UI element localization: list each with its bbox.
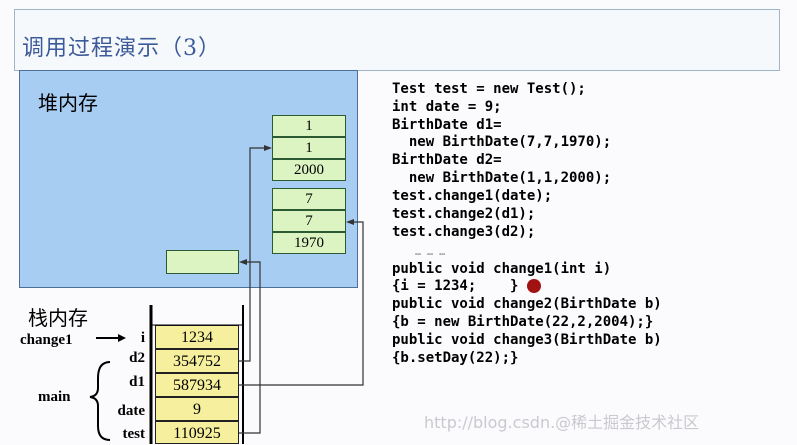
stack-var-test: test xyxy=(122,426,146,442)
stack-var-d2: d2 xyxy=(129,350,145,366)
code-ellipsis: … … … xyxy=(415,247,446,258)
heap-objB-day: 7 xyxy=(272,188,346,210)
d1-reference xyxy=(239,221,364,386)
method-line-3: public void change2(BirthDate b) xyxy=(392,296,662,312)
d1-arrowhead xyxy=(346,219,354,225)
stack-var-i: i xyxy=(140,330,145,346)
heap-objA-day: 1 xyxy=(272,115,346,137)
title-banner xyxy=(14,9,780,71)
stack-cell-date: 9 xyxy=(155,397,239,421)
code-line-4: new BirthDate(7,7,1970); xyxy=(392,134,612,150)
stack-cell-d1: 587934 xyxy=(155,373,239,397)
code-line-9: test.change3(d2); xyxy=(392,224,536,240)
change1-arrowhead xyxy=(118,334,126,342)
test-reference xyxy=(239,261,261,434)
stack-cell-i: 1234 xyxy=(155,325,239,349)
frame-main-label: main xyxy=(38,389,71,405)
stack-var-d1: d1 xyxy=(129,374,145,390)
code-line-2: int date = 9; xyxy=(392,99,502,115)
heap-objA-year: 2000 xyxy=(272,159,346,181)
stack-var-date: date xyxy=(117,403,146,419)
code-line-1: Test test = new Test(); xyxy=(392,81,586,97)
stack-cell-test: 110925 xyxy=(155,421,239,444)
slide-title: 调用过程演示（3） xyxy=(22,36,221,61)
code-line-5: BirthDate d2= xyxy=(392,152,502,168)
code-line-7: test.change1(date); xyxy=(392,188,553,204)
heap-object-new xyxy=(166,250,239,274)
stack-label: 栈内存 xyxy=(28,306,88,330)
method-line-6: {b.setDay(22);} xyxy=(392,350,519,366)
method-line-5: public void change3(BirthDate b) xyxy=(392,332,662,348)
heap-objB-year: 1970 xyxy=(272,232,346,254)
stack-cell-d2: 354752 xyxy=(155,349,239,373)
cursor-marker xyxy=(527,279,541,293)
method-line-1: public void change1(int i) xyxy=(392,261,612,277)
heap-objA-month: 1 xyxy=(272,137,346,159)
main-brace xyxy=(89,361,111,441)
heap-label: 堆内存 xyxy=(38,91,98,115)
code-line-3: BirthDate d1= xyxy=(392,117,502,133)
heap-objB-month: 7 xyxy=(272,210,346,232)
test-arrowhead xyxy=(239,259,247,265)
d2-arrowhead xyxy=(264,145,272,151)
method-line-2: {i = 1234; } xyxy=(392,278,519,294)
code-line-6: new BirthDate(1,1,2000); xyxy=(392,170,612,186)
code-line-8: test.change2(d1); xyxy=(392,206,536,222)
method-line-4: {b = new BirthDate(22,2,2004);} xyxy=(392,314,654,330)
watermark: http://blog.csdn.@稀土掘金技术社区 xyxy=(424,413,700,432)
d2-reference xyxy=(239,147,268,362)
frame-change1-label: change1 xyxy=(20,332,73,348)
